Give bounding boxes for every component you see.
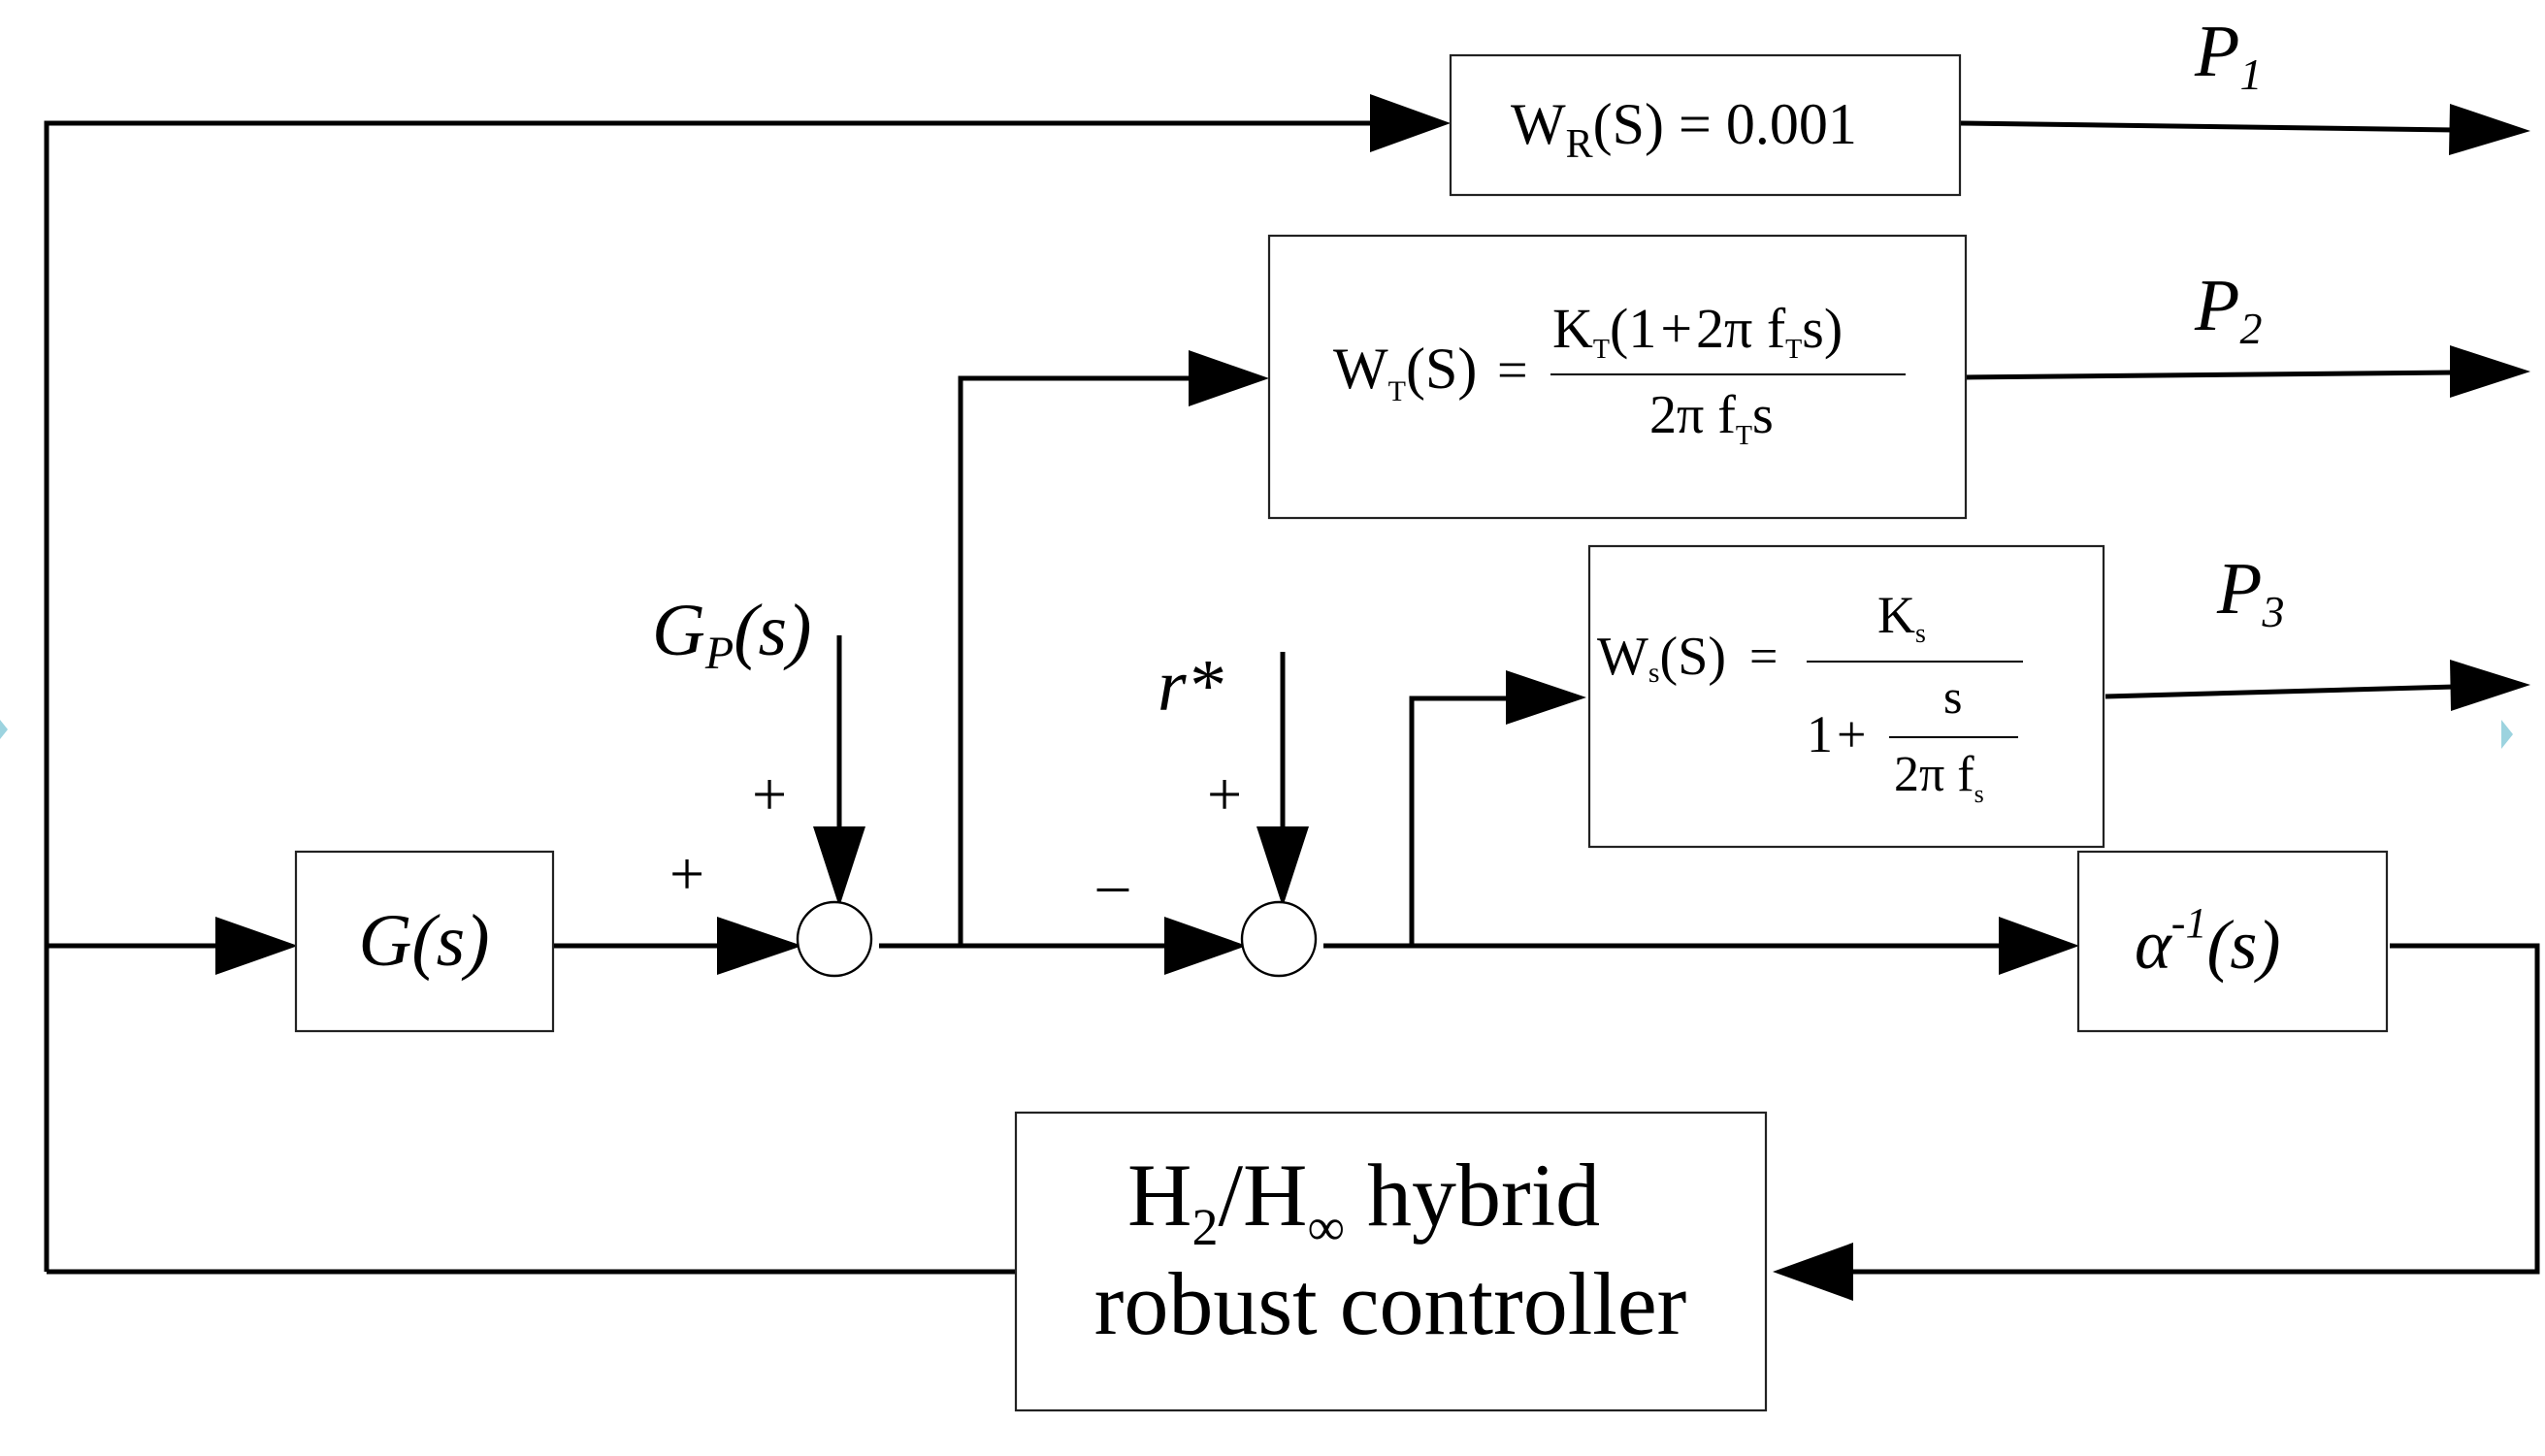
controller-line2: robust controller xyxy=(1094,1254,1687,1353)
weight-wt-block: WT(S) = KT(1+2π fTs) 2π fTs xyxy=(1267,234,1968,520)
arrow-into-g xyxy=(215,917,298,975)
g-label: G(s) xyxy=(358,900,489,982)
p1-base: P xyxy=(2194,11,2239,92)
wr-sub: R xyxy=(1566,122,1593,167)
arrow-p1 xyxy=(2449,104,2530,155)
wt-w-rest: (S) xyxy=(1406,337,1477,401)
ws-w-rest: (S) xyxy=(1660,627,1726,687)
arrowheads xyxy=(215,94,2530,1301)
wt-num-f-sub: T xyxy=(1785,335,1802,365)
svg-text:Ks: Ks xyxy=(1877,586,1926,649)
svg-text:P3: P3 xyxy=(2216,548,2284,636)
wt-num-2pif: 2π f xyxy=(1696,297,1786,360)
alpha-rest: (s) xyxy=(2206,906,2280,984)
controller-h2-sub: 2 xyxy=(1191,1198,1218,1256)
hybrid-controller-block: H2/H∞ hybrid robust controller xyxy=(1014,1111,1768,1412)
svg-text:P2: P2 xyxy=(2194,265,2262,353)
sum2-left-sign: – xyxy=(1096,849,1129,918)
wr-rest: (S) = 0.001 xyxy=(1593,92,1857,156)
arrow-into-sum2 xyxy=(1164,917,1247,975)
sum1-left-sign: + xyxy=(669,839,704,908)
gp-sub: P xyxy=(704,628,734,679)
p1-sub: 1 xyxy=(2239,49,2262,99)
ws-w-sub: s xyxy=(1648,657,1660,689)
weight-wr-block: WR(S) = 0.001 xyxy=(1449,53,1962,197)
arrow-p3 xyxy=(2450,660,2530,711)
p3-base: P xyxy=(2216,548,2262,630)
ws-den-2pif: 2π f xyxy=(1894,747,1974,802)
svg-text:WT(S): WT(S) xyxy=(1333,337,1477,407)
ws-den-one: 1 xyxy=(1807,705,1833,763)
wire-branch-to-ws xyxy=(1409,696,1509,946)
wt-num-plus: + xyxy=(1660,297,1692,360)
right-edge-marker xyxy=(2501,720,2513,749)
arrow-p2 xyxy=(2450,345,2530,398)
arrow-rstar-into-sum2 xyxy=(1256,826,1309,907)
wt-num-k: K xyxy=(1552,297,1593,360)
controller-h2: H xyxy=(1127,1146,1191,1245)
wt-den-s: s xyxy=(1752,385,1774,445)
p3-sub: 3 xyxy=(2261,587,2284,636)
arrow-into-alpha xyxy=(1999,917,2079,975)
controller-hybrid: hybrid xyxy=(1345,1146,1600,1245)
rstar-label: r* xyxy=(1158,645,1224,727)
p2-sub: 2 xyxy=(2239,304,2262,353)
arrow-into-ws xyxy=(1506,670,1586,725)
arrow-into-sum1 xyxy=(717,917,802,975)
arrow-into-controller xyxy=(1773,1243,1853,1301)
wt-w-sub: T xyxy=(1388,375,1406,407)
wire-left-bus xyxy=(44,120,1373,1272)
ws-num-k: K xyxy=(1877,586,1915,644)
wt-den-2pif: 2π f xyxy=(1649,385,1736,445)
ws-num-k-sub: s xyxy=(1915,619,1926,649)
weight-ws-block: Ws(S) = Ks 1 + s 2π fs xyxy=(1587,544,2105,849)
ws-den-plus: + xyxy=(1837,705,1866,763)
alpha-base: α xyxy=(2135,906,2172,984)
wt-num-open: (1 xyxy=(1610,297,1656,360)
summing-junction-1 xyxy=(796,900,873,978)
left-edge-marker xyxy=(0,720,8,739)
ws-den-s: s xyxy=(1943,669,1962,724)
wt-w: W xyxy=(1333,337,1388,401)
wire-ws-to-p3 xyxy=(2105,684,2456,699)
gp-rest: (s) xyxy=(734,590,811,671)
ws-equals: = xyxy=(1749,630,1778,685)
wire-branch-to-wt xyxy=(958,375,1193,946)
wt-num-k-sub: T xyxy=(1593,335,1610,365)
ws-den-f-sub: s xyxy=(1974,780,1984,808)
svg-text:2π fs: 2π fs xyxy=(1894,747,1984,808)
svg-text:H2/H∞ hybrid: H2/H∞ hybrid xyxy=(1127,1146,1600,1256)
controller-hinf-sub: ∞ xyxy=(1307,1198,1345,1256)
wt-num-close: s) xyxy=(1802,297,1843,360)
wt-equals: = xyxy=(1497,340,1528,401)
ws-w: W xyxy=(1597,627,1648,687)
wt-den-f-sub: T xyxy=(1736,421,1752,451)
svg-text:P1: P1 xyxy=(2194,11,2262,99)
wire-wt-to-p2 xyxy=(1964,370,2456,380)
alpha-sup: -1 xyxy=(2171,899,2207,947)
wire-alpha-feedback xyxy=(1848,943,2540,1275)
alpha-inverse-block: α-1(s) xyxy=(2076,850,2389,1033)
arrow-into-wr xyxy=(1370,94,1451,152)
svg-text:2π fTs: 2π fTs xyxy=(1649,385,1774,451)
arrow-gp-into-sum1 xyxy=(813,826,865,907)
summing-junction-2 xyxy=(1240,900,1318,978)
sum2-top-sign: + xyxy=(1207,760,1242,828)
svg-text:WR(S) = 0.001: WR(S) = 0.001 xyxy=(1511,92,1857,167)
wr-w: W xyxy=(1511,92,1566,156)
arrow-into-wt xyxy=(1189,350,1269,406)
svg-text:GP(s): GP(s) xyxy=(652,590,811,679)
controller-hinf: /H xyxy=(1218,1146,1307,1245)
gp-base: G xyxy=(652,590,705,671)
p2-base: P xyxy=(2194,265,2239,346)
svg-text:Ws(S): Ws(S) xyxy=(1597,627,1726,689)
signal-wires xyxy=(44,120,2540,1275)
sum1-top-sign: + xyxy=(752,760,787,828)
wire-wr-to-p1 xyxy=(1959,120,2456,133)
svg-text:KT(1+2π fTs): KT(1+2π fTs) xyxy=(1552,297,1843,365)
plant-g-block: G(s) xyxy=(294,850,555,1033)
svg-text:α-1(s): α-1(s) xyxy=(2135,899,2280,984)
